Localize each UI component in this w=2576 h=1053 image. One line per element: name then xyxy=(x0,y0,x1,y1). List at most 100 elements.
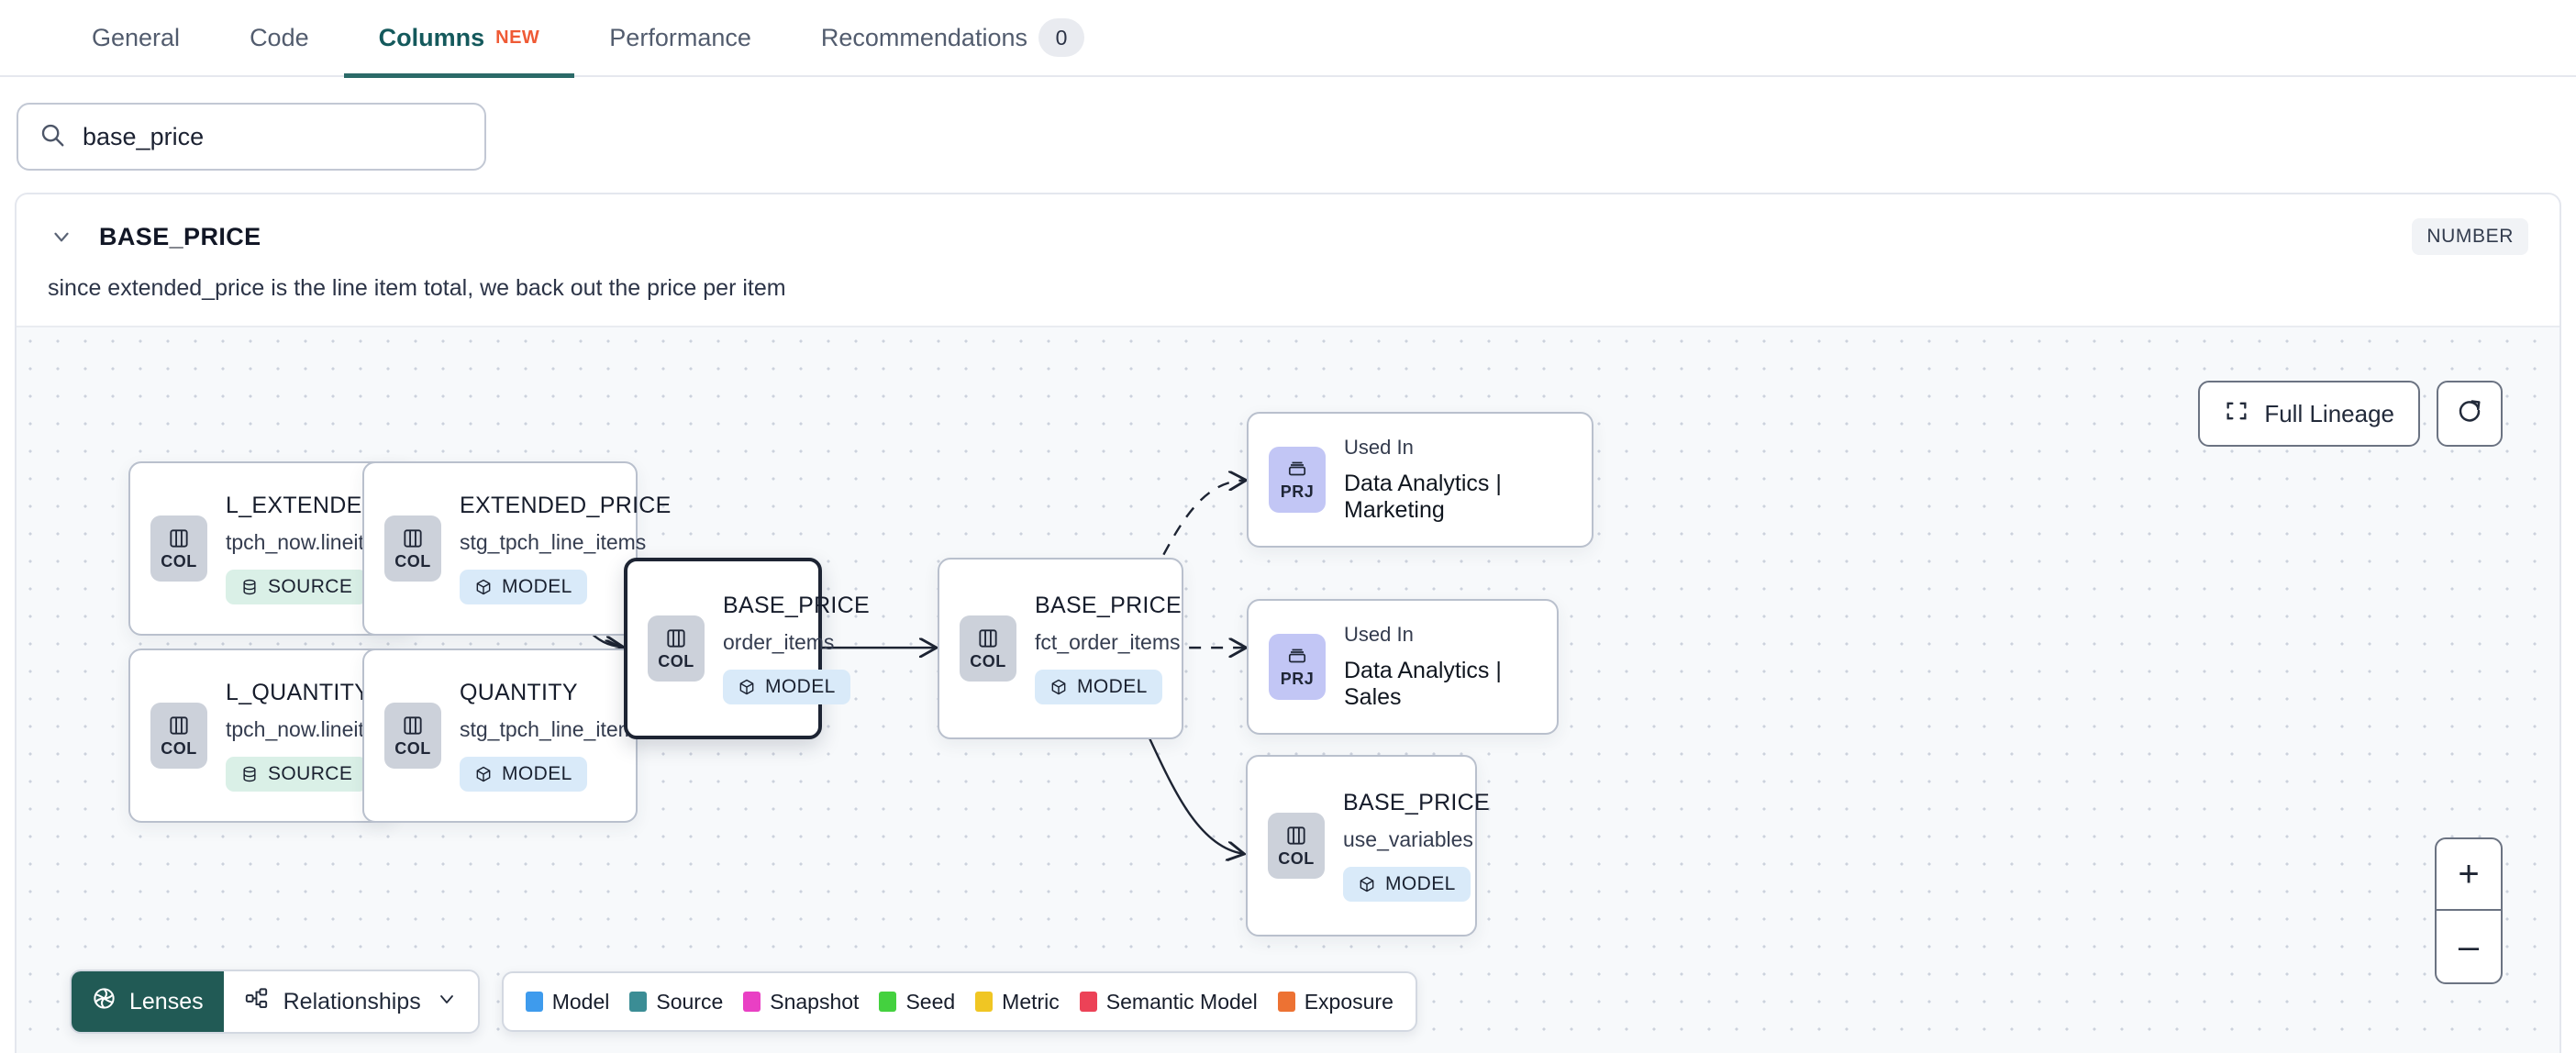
legend-label: Metric xyxy=(1002,989,1060,1014)
tab-new-badge: NEW xyxy=(495,27,540,48)
refresh-button[interactable] xyxy=(2437,381,2503,447)
used-in-label: Used In xyxy=(1344,623,1414,646)
lineage-node-l_quantity[interactable]: COL L_QUANTITY tpch_now.lineitem SOURCE xyxy=(128,648,394,823)
col-type-icon: COL xyxy=(150,703,207,769)
node-subtitle: fct_order_items xyxy=(1035,630,1181,654)
full-lineage-button[interactable]: Full Lineage xyxy=(2198,381,2420,447)
node-kind-tag: SOURCE xyxy=(226,570,368,604)
legend-label: Source xyxy=(656,989,724,1014)
node-body: BASE_PRICE order_items MODEL xyxy=(705,593,890,704)
node-name: BASE_PRICE xyxy=(1343,790,1491,815)
legend-item: Exposure xyxy=(1277,989,1393,1014)
lineage-node-base_price_uv[interactable]: COL BASE_PRICE use_variables MODEL xyxy=(1246,755,1490,937)
node-badge-label: PRJ xyxy=(1280,482,1315,501)
legend-label: Model xyxy=(551,989,610,1014)
col-type-icon: COL xyxy=(960,615,1016,682)
lens-group: Lenses Relationships xyxy=(70,970,480,1034)
tab-label: Performance xyxy=(609,23,751,51)
node-kind-label: MODEL xyxy=(502,576,572,597)
relationships-label: Relationships xyxy=(283,988,421,1014)
col-type-icon: COL xyxy=(1268,813,1325,879)
node-kind-tag: SOURCE xyxy=(226,757,368,792)
refresh-icon xyxy=(2456,397,2483,431)
node-subtitle: stg_tpch_line_items xyxy=(460,717,647,741)
lenses-label: Lenses xyxy=(129,988,204,1014)
col-type-icon: COL xyxy=(384,515,441,582)
full-lineage-label: Full Lineage xyxy=(2264,399,2394,427)
node-name: QUANTITY xyxy=(460,680,578,705)
node-kind-label: MODEL xyxy=(502,763,572,784)
legend-item: Semantic Model xyxy=(1079,989,1258,1014)
node-body: EXTENDED_PRICE stg_tpch_line_items MODEL xyxy=(441,493,692,604)
legend-item: Model xyxy=(525,989,610,1014)
node-name: Data Analytics | Sales xyxy=(1344,658,1502,710)
col-type-icon: COL xyxy=(648,615,705,682)
node-body: QUANTITY stg_tpch_line_items MODEL xyxy=(441,680,666,792)
node-badge-label: COL xyxy=(394,551,431,571)
nodes-icon xyxy=(244,986,269,1017)
node-badge-label: COL xyxy=(970,651,1006,671)
node-kind-tag: MODEL xyxy=(1343,867,1471,902)
tab-recommendations[interactable]: Recommendations 0 xyxy=(786,0,1119,76)
legend-swatch-semantic-model xyxy=(1079,992,1097,1012)
column-panel: BASE_PRICE NUMBER since extended_price i… xyxy=(15,193,2561,1053)
project-icon: PRJ xyxy=(1269,447,1326,513)
tab-general[interactable]: General xyxy=(57,0,215,76)
tab-label: Code xyxy=(250,23,309,51)
legend-label: Exposure xyxy=(1304,989,1393,1014)
lineage-node-base_price_oi[interactable]: COL BASE_PRICE order_items MODEL xyxy=(624,558,870,739)
node-badge-label: COL xyxy=(161,738,197,758)
search-area: base_price xyxy=(0,77,2576,193)
search-value: base_price xyxy=(83,122,205,150)
search-icon xyxy=(39,121,66,153)
node-badge-label: COL xyxy=(394,738,431,758)
node-kind-tag: MODEL xyxy=(723,670,850,704)
legend-label: Seed xyxy=(905,989,956,1014)
tab-code[interactable]: Code xyxy=(215,0,344,76)
node-kind-label: MODEL xyxy=(1077,676,1148,697)
legend-item: Snapshot xyxy=(743,990,859,1014)
column-description: since extended_price is the line item to… xyxy=(48,275,786,301)
expand-icon xyxy=(2224,398,2249,430)
chevron-down-icon[interactable] xyxy=(48,225,75,249)
node-kind-tag: MODEL xyxy=(460,570,587,604)
recommendations-count-badge: 0 xyxy=(1038,18,1084,57)
legend-label: Semantic Model xyxy=(1105,989,1258,1014)
node-body: BASE_PRICE use_variables MODEL xyxy=(1325,790,1510,902)
lineage-node-quantity[interactable]: COL QUANTITY stg_tpch_line_items MODEL xyxy=(362,648,646,823)
tab-bar: General Code Columns NEW Performance Rec… xyxy=(0,0,2576,78)
legend-swatch-snapshot xyxy=(743,992,761,1012)
zoom-in-button[interactable]: + xyxy=(2437,839,2501,911)
relationships-dropdown[interactable]: Relationships xyxy=(224,971,478,1032)
tab-label: Columns xyxy=(378,23,485,51)
legend-swatch-model xyxy=(525,992,543,1012)
tab-columns[interactable]: Columns NEW xyxy=(343,0,575,78)
lineage-node-prj_sales[interactable]: PRJ Used In Data Analytics | Sales xyxy=(1247,599,1559,735)
lineage-node-extended_price[interactable]: COL EXTENDED_PRICE stg_tpch_line_items M… xyxy=(362,461,671,636)
lineage-canvas[interactable]: COL L_EXTENDEDPRICE tpch_now.lineitem SO… xyxy=(17,326,2559,1053)
node-subtitle: order_items xyxy=(723,630,835,654)
node-kind-tag: MODEL xyxy=(460,757,587,792)
node-name: BASE_PRICE xyxy=(723,593,871,618)
lenses-button[interactable]: Lenses xyxy=(72,971,224,1032)
lineage-node-prj_marketing[interactable]: PRJ Used In Data Analytics | Marketing xyxy=(1247,412,1593,548)
node-kind-label: MODEL xyxy=(765,676,836,697)
node-name: BASE_PRICE xyxy=(1035,593,1183,618)
node-body: BASE_PRICE fct_order_items MODEL xyxy=(1016,593,1202,704)
aperture-icon xyxy=(92,986,117,1017)
tab-performance[interactable]: Performance xyxy=(574,0,786,76)
node-subtitle: use_variables xyxy=(1343,827,1473,851)
node-name: Data Analytics | Marketing xyxy=(1344,471,1502,523)
node-badge-label: COL xyxy=(658,651,694,671)
node-badge-label: PRJ xyxy=(1280,669,1315,688)
node-body: Used In Data Analytics | Sales xyxy=(1326,623,1557,711)
legend-item: Metric xyxy=(975,990,1060,1014)
search-input[interactable]: base_price xyxy=(17,103,486,171)
lineage-node-base_price_fct[interactable]: COL BASE_PRICE fct_order_items MODEL xyxy=(938,558,1183,739)
chevron-down-icon xyxy=(436,988,458,1016)
node-badge-label: COL xyxy=(161,551,197,571)
zoom-out-button[interactable]: – xyxy=(2458,926,2480,967)
col-type-icon: COL xyxy=(150,515,207,582)
project-icon: PRJ xyxy=(1269,634,1326,700)
node-name: L_QUANTITY xyxy=(226,680,371,705)
